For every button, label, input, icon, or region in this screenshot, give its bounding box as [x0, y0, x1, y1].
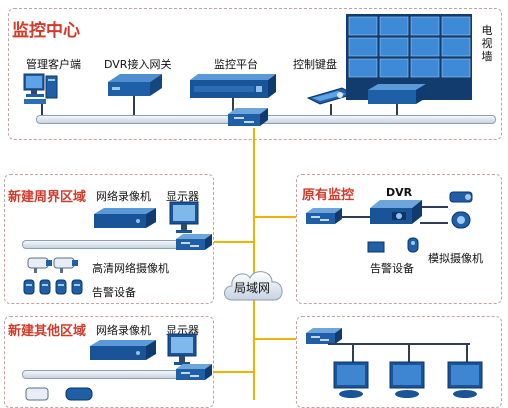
backbone-vertical [253, 128, 255, 400]
link-left-bottom [202, 371, 253, 373]
client-label: 管理客户端 [26, 58, 81, 71]
tv-wall-screen [379, 16, 409, 36]
tv-wall-screen [379, 37, 409, 57]
tv-wall-screen [348, 16, 378, 36]
keyboard-label: 控制键盘 [293, 58, 337, 71]
tv-wall-screen [348, 58, 378, 78]
other-monitor-icon [167, 333, 197, 365]
right-bottom-drop-3 [466, 343, 468, 363]
platform-server-icon [190, 74, 276, 98]
link-left-top [200, 241, 253, 243]
tv-wall-label: 电视墙 [481, 24, 493, 63]
hd-camera-icon-1 [27, 257, 52, 273]
center-drop-platform [232, 98, 234, 116]
perimeter-alarm-icons [23, 279, 83, 295]
platform-label: 监控平台 [214, 58, 258, 71]
perimeter-nvr-label: 网络录像机 [96, 190, 151, 203]
center-drop-keyboard [330, 104, 332, 116]
tv-wall-screen [348, 37, 378, 57]
hd-camera-icon-2 [53, 257, 78, 273]
new-other-title: 新建其他区域 [8, 324, 87, 339]
perimeter-display-label: 显示器 [166, 190, 199, 203]
existing-dvr-icon [370, 200, 422, 224]
perimeter-alarm-label: 告警设备 [92, 286, 136, 299]
existing-alarm-icons [367, 237, 419, 253]
tv-wall-screen [410, 37, 440, 57]
other-camera-icons [25, 387, 93, 401]
other-nvr-label: 网络录像机 [96, 324, 151, 337]
tv-wall-screen [379, 58, 409, 78]
lan-label: 局域网 [234, 281, 271, 295]
hd-camera-label: 高清网络摄像机 [92, 262, 169, 275]
right-bottom-monitor-3 [447, 361, 483, 398]
client-pc-icon [23, 73, 58, 104]
existing-title: 原有监控 [302, 188, 355, 203]
existing-switch-icon [306, 208, 342, 224]
tv-wall-screen [410, 58, 440, 78]
existing-camera-link-2 [420, 222, 448, 224]
perimeter-monitor-icon [169, 201, 199, 233]
other-nvr-icon [90, 340, 156, 360]
lan-cloud-icon [224, 271, 283, 301]
tv-wall-screen [441, 16, 471, 36]
tv-wall-screen [441, 37, 471, 57]
center-switch-icon [228, 108, 268, 126]
perimeter-switch-icon [176, 234, 212, 250]
right-bottom-switch-icon [306, 328, 342, 344]
wall-decoder-icon [368, 84, 426, 104]
monitoring-center-title: 监控中心 [12, 21, 80, 41]
center-drop-decoder [396, 104, 398, 116]
perimeter-nvr-icon [94, 208, 156, 228]
right-bottom-drop-2 [408, 343, 410, 363]
analog-camera-label: 模拟摄像机 [428, 252, 483, 265]
right-bottom-bus-wire [328, 343, 470, 345]
other-switch-icon [176, 364, 212, 380]
link-right-bottom [255, 338, 317, 340]
existing-camera-link-1 [422, 206, 448, 208]
dvr-gateway-label: DVR接入网关 [104, 58, 172, 71]
tv-wall-screen [441, 58, 471, 78]
analog-camera-icons [449, 191, 473, 229]
right-bottom-drop-1 [352, 343, 354, 363]
existing-alarm-label: 告警设备 [370, 262, 414, 275]
right-bottom-monitor-1 [333, 361, 369, 398]
existing-link [340, 216, 370, 218]
new-perimeter-title: 新建周界区域 [8, 190, 87, 205]
existing-dvr-label: DVR [386, 186, 413, 199]
center-drop-gateway [133, 96, 135, 116]
right-bottom-monitor-2 [389, 361, 425, 398]
dvr-gateway-icon [108, 74, 162, 96]
center-drop-client [41, 104, 43, 116]
perimeter-bus [22, 240, 194, 249]
link-right-top [255, 216, 325, 218]
tv-wall-screen [410, 16, 440, 36]
other-bus [22, 370, 194, 379]
